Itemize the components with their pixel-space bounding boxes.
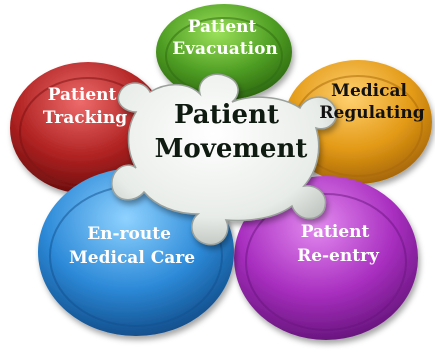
tracking-label: Patient Tracking [43, 85, 127, 128]
center-label: Patient Movement [155, 100, 308, 164]
petal-reentry [234, 176, 418, 340]
enroute-care-label: En-route Medical Care [69, 224, 195, 268]
regulating-label: Medical Regulating [319, 81, 424, 123]
evacuation-label: Patient Evacuation [172, 17, 278, 59]
reentry-label: Patient Re-entry [297, 222, 380, 266]
center-puzzle-piece [111, 73, 337, 246]
